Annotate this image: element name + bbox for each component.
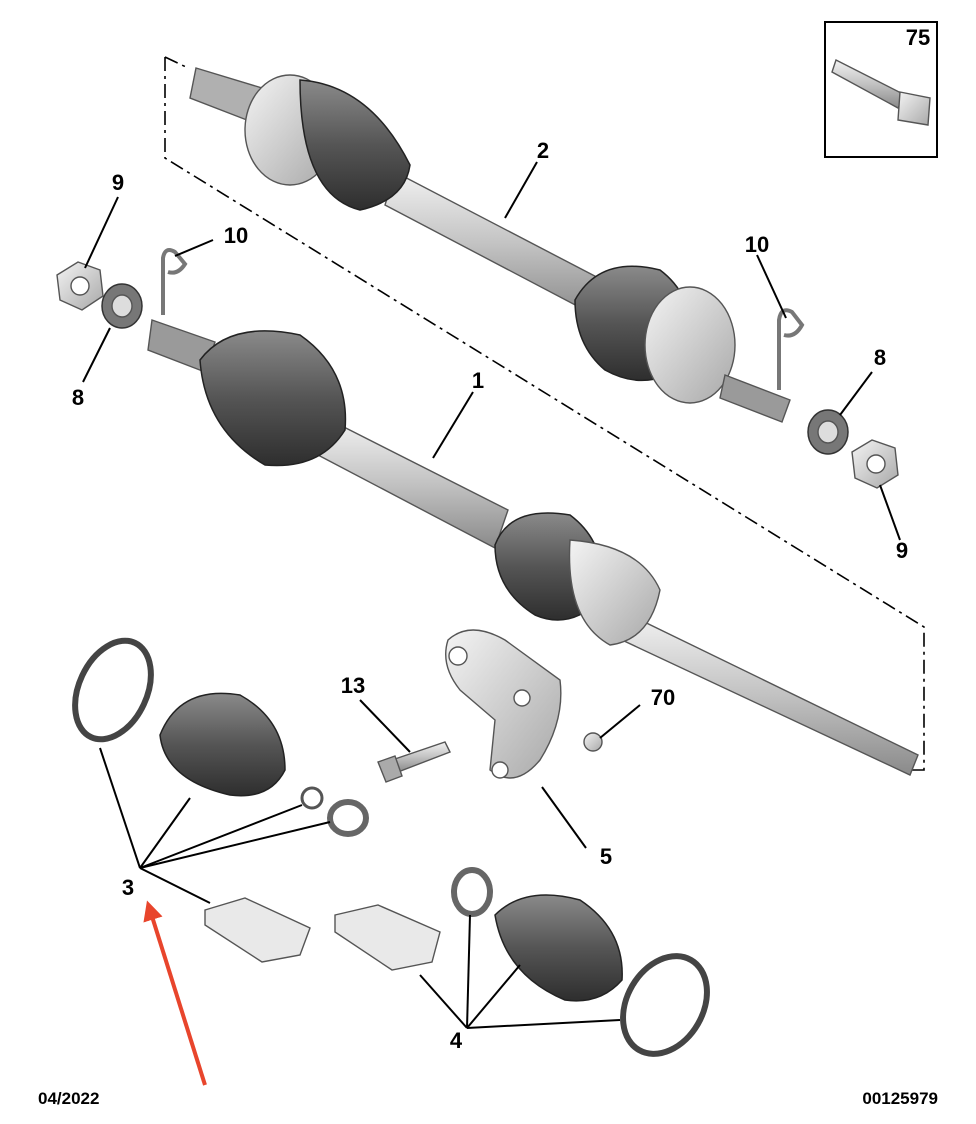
bracket-5 — [445, 629, 562, 779]
callout-8-right: 8 — [874, 345, 886, 370]
callout-3: 3 — [122, 875, 134, 900]
callout-8-left: 8 — [72, 385, 84, 410]
callout-9-left: 9 — [112, 170, 124, 195]
leader-lines — [82, 161, 901, 1029]
red-arrow — [143, 900, 207, 1086]
boot-kit-3 — [72, 637, 369, 963]
bolt-13 — [377, 741, 451, 783]
assembly-dash-frame — [164, 56, 925, 771]
clip-10-right — [777, 308, 805, 390]
nut-9-right — [851, 439, 899, 489]
callout-9-right: 9 — [896, 538, 908, 563]
callout-13: 13 — [341, 673, 365, 698]
callout-1: 1 — [472, 368, 484, 393]
inset-part-75 — [824, 21, 938, 158]
footer-reference: 00125979 — [862, 1089, 938, 1108]
bearing-8-left — [101, 283, 143, 329]
nut-9-left — [56, 261, 104, 311]
callout-70: 70 — [651, 685, 675, 710]
callout-10-left: 10 — [224, 223, 248, 248]
nut-70 — [583, 732, 603, 752]
callout-5: 5 — [600, 844, 612, 869]
callout-2: 2 — [537, 138, 549, 163]
boot-kit-4 — [334, 867, 710, 1057]
driveshaft-1 — [147, 319, 919, 776]
bearing-8-right — [807, 409, 849, 455]
callout-75: 75 — [906, 25, 930, 50]
clip-10-left — [161, 248, 188, 315]
driveshaft-2 — [189, 67, 791, 423]
callout-10-right: 10 — [745, 232, 769, 257]
callout-4: 4 — [450, 1028, 463, 1053]
footer-date: 04/2022 — [38, 1089, 99, 1108]
